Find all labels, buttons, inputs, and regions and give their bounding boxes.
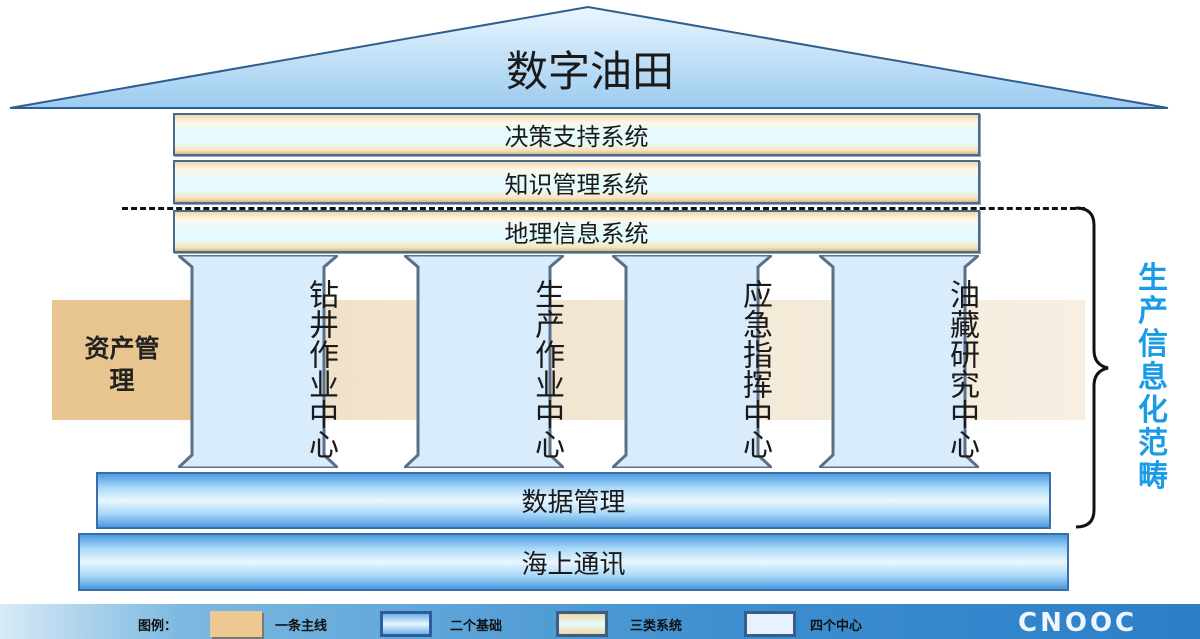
legend-title: 图例： <box>138 619 178 634</box>
legend-swatch-center <box>744 611 796 637</box>
center-label: 生产作业中心 <box>529 279 564 459</box>
legend-swatch-foundation <box>380 611 432 637</box>
scope-divider <box>122 207 1085 210</box>
center-column-drilling: 钻井作业中心 <box>178 255 338 468</box>
legend-label: 二个基础 <box>450 619 503 634</box>
cnooc-logo: CNOOC <box>1018 608 1138 638</box>
foundation-offshore-comm: 海上通讯 <box>78 533 1069 591</box>
center-column-emergency: 应急指挥中心 <box>612 255 772 468</box>
main-line-band <box>52 300 192 420</box>
center-column-reservoir: 油藏研究中心 <box>819 255 979 468</box>
center-label: 应急指挥中心 <box>737 279 772 459</box>
center-column-production: 生产作业中心 <box>404 255 564 468</box>
legend-label: 一条主线 <box>275 619 328 634</box>
legend-label: 四个中心 <box>810 619 863 634</box>
system-band-knowledge: 知识管理系统 <box>173 160 980 204</box>
center-label: 钻井作业中心 <box>303 279 338 459</box>
legend-label: 三类系统 <box>630 619 683 634</box>
roof <box>9 5 1169 109</box>
scope-brace <box>1075 206 1109 529</box>
center-label: 油藏研究中心 <box>944 279 979 459</box>
system-band-gis: 地理信息系统 <box>173 210 980 253</box>
scope-label: 生产信息化范畴 <box>1138 261 1168 494</box>
roof-title: 数字油田 <box>505 47 674 96</box>
main-line-label: 资产管理 <box>84 334 160 395</box>
foundation-data-management: 数据管理 <box>96 472 1051 529</box>
legend-swatch-main-line <box>210 611 262 637</box>
system-band-decision: 决策支持系统 <box>173 113 980 156</box>
legend-swatch-system <box>556 611 608 637</box>
